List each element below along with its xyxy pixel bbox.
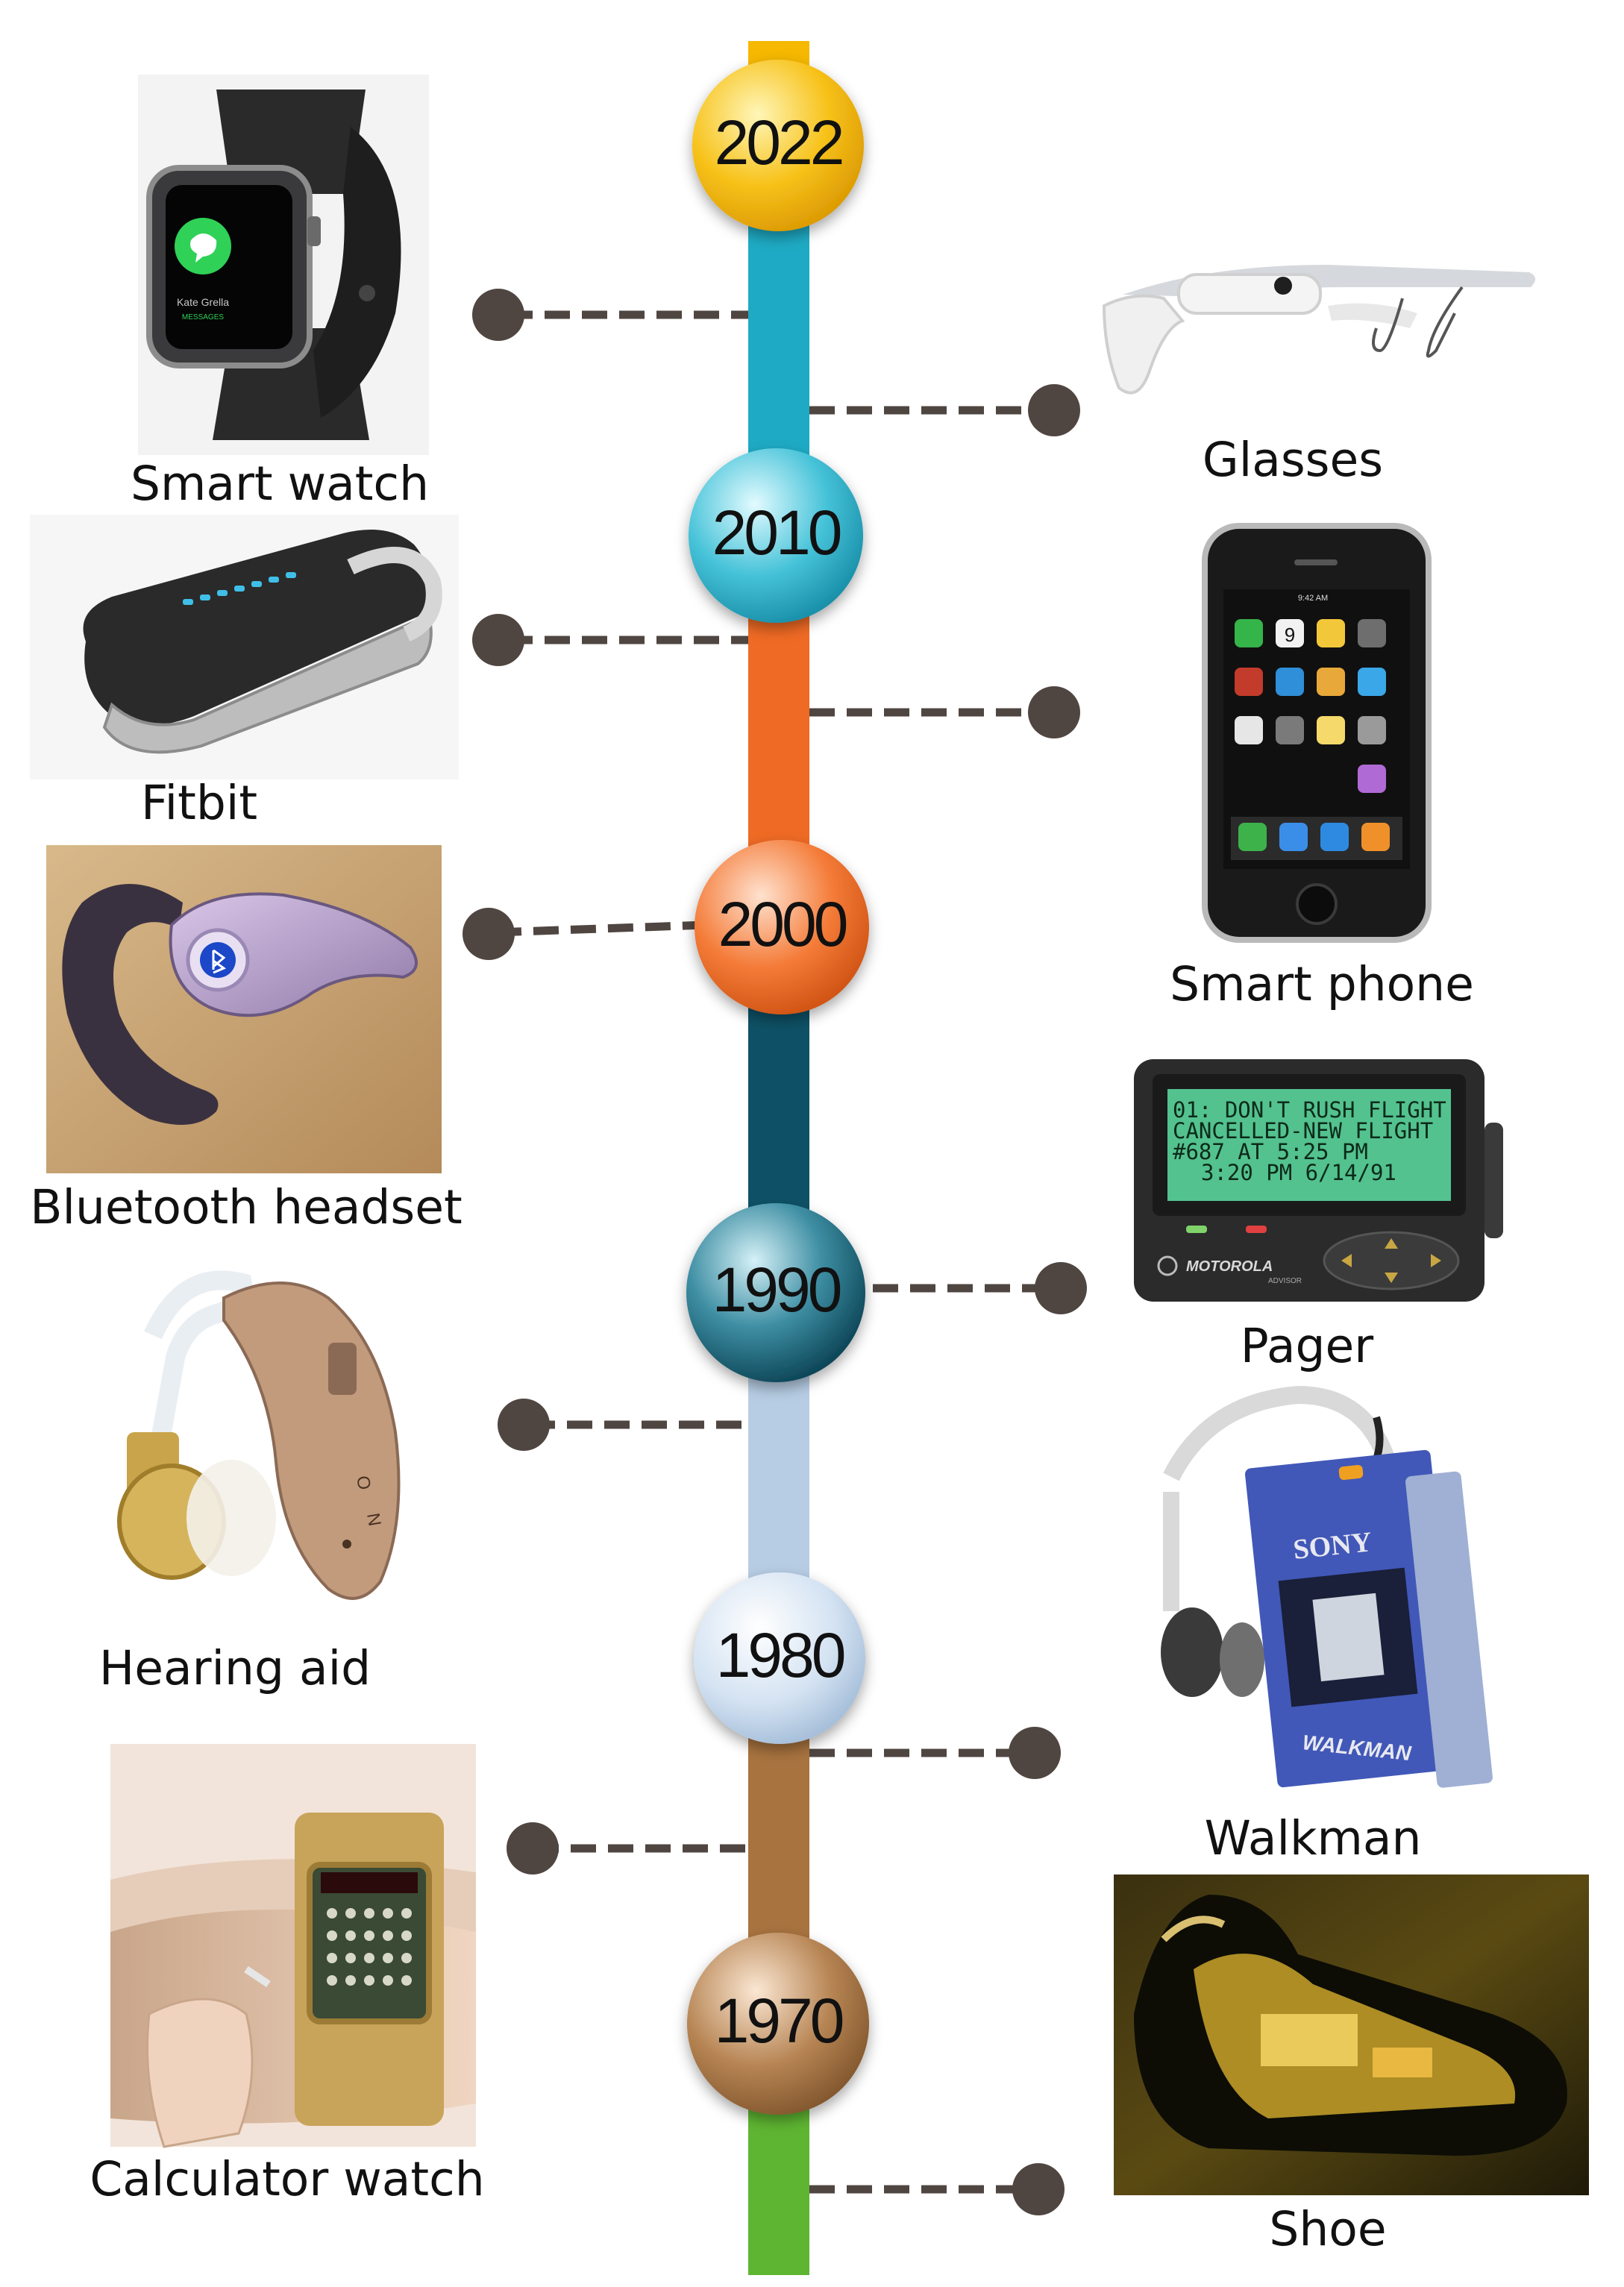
calculator-watch-icon: [110, 1744, 476, 2148]
walkman-icon: SONY WALKMAN: [1161, 1385, 1493, 1788]
connector-dot: [472, 614, 524, 666]
pager-line: #687 AT 5:25 PM: [1173, 1139, 1368, 1164]
device-label-shoe: Shoe: [1269, 2202, 1387, 2256]
connector-dot: [472, 289, 524, 341]
shoe-icon: [1114, 1875, 1589, 2195]
connector-dot: [1035, 1262, 1087, 1314]
connector-dots: [463, 289, 1087, 2215]
smart-phone-icon: 9:42 AM 9: [1202, 523, 1432, 943]
bluetooth-headset-icon: [46, 845, 442, 1173]
fitbit-icon: [30, 515, 459, 779]
device-label-glasses: Glasses: [1202, 433, 1384, 487]
device-label-fitbit: Fitbit: [140, 776, 258, 830]
connector-dot: [1009, 1727, 1061, 1779]
year-marker-1990: [686, 1203, 865, 1382]
device-label-bluetooth-headset: Bluetooth headset: [30, 1180, 463, 1235]
year-label-2010: 2010: [712, 498, 843, 568]
pager-display-text: 01: DON'T RUSH FLIGHT CANCELLED-NEW FLIG…: [1173, 1097, 1446, 1185]
phone-time: 9:42 AM: [1298, 594, 1328, 603]
device-label-calculator-watch: Calculator watch: [90, 2152, 485, 2206]
pager-icon: 01: DON'T RUSH FLIGHT CANCELLED-NEW FLIG…: [1134, 1059, 1503, 1302]
year-marker-1970: [687, 1933, 869, 2115]
watch-screen-sub: MESSAGES: [182, 313, 224, 321]
connector-dot: [463, 908, 515, 960]
connector-dot: [1028, 686, 1080, 738]
svg-text:N: N: [363, 1511, 385, 1528]
connector-bluetooth-headset: [495, 920, 706, 937]
connector-dot: [498, 1399, 550, 1451]
year-marker-2010: [689, 448, 863, 623]
smart-watch-icon: Kate Grella MESSAGES: [138, 75, 429, 455]
watch-screen-name: Kate Grella: [177, 296, 229, 308]
connector-dot: [1028, 384, 1080, 436]
phone-calendar-date: 9: [1285, 624, 1295, 646]
connector-dot: [507, 1822, 559, 1875]
year-label-2000: 2000: [718, 889, 849, 959]
pager-line: 3:20 PM 6/14/91: [1201, 1160, 1396, 1185]
device-label-smart-watch: Smart watch: [131, 457, 429, 511]
year-label-2022: 2022: [714, 107, 845, 178]
pager-line: 01: DON'T RUSH FLIGHT: [1173, 1097, 1446, 1123]
device-label-walkman: Walkman: [1204, 1811, 1422, 1866]
year-label-1980: 1980: [715, 1620, 847, 1690]
year-marker-2022: [692, 60, 864, 231]
device-label-pager: Pager: [1240, 1319, 1374, 1373]
glasses-icon: [1102, 265, 1536, 395]
device-label-hearing-aid: Hearing aid: [98, 1641, 371, 1695]
svg-text:O: O: [352, 1474, 374, 1491]
hearing-aid-icon: O N: [117, 1270, 401, 1600]
year-marker-1980: [694, 1572, 865, 1744]
pager-line: CANCELLED-NEW FLIGHT: [1173, 1118, 1433, 1144]
connector-dot: [1012, 2163, 1065, 2215]
connectors: [495, 310, 1052, 2194]
phone-app-grid: 9: [1231, 619, 1402, 860]
year-label-1990: 1990: [712, 1255, 843, 1325]
year-label-1970: 1970: [714, 1986, 845, 2056]
year-marker-2000: [695, 840, 869, 1014]
device-label-smart-phone: Smart phone: [1170, 957, 1474, 1011]
pager-model: ADVISOR: [1268, 1277, 1302, 1285]
pager-brand: MOTOROLA: [1186, 1258, 1273, 1275]
